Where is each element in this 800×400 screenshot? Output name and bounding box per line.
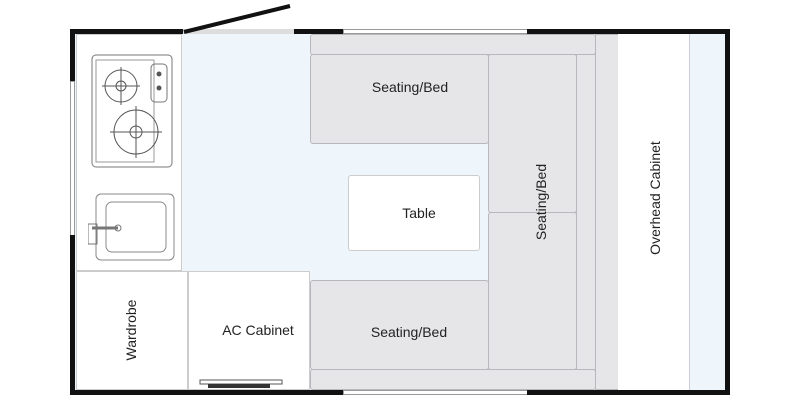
seating-bed-top-label: Seating/Bed [371,79,449,95]
seat-back-right [576,54,596,370]
wall-top-mid [294,29,344,34]
seat-back-bottom [310,369,596,390]
wall-top-left [70,29,183,34]
seating-bed-bottom [310,280,489,370]
wardrobe-label: Wardrobe [123,299,139,361]
seat-back-top [310,34,596,55]
wall-bottom-right [527,390,730,395]
seating-bed-right-lower [488,212,577,370]
wall-right [725,29,730,395]
wall-top-right [527,29,730,34]
wall-bottom-left [70,390,344,395]
ac-cabinet [188,271,310,390]
seating-bed-right-label: Seating/Bed [533,163,549,241]
table [348,175,480,251]
seating-bed-top [310,54,489,144]
stove-icon [88,54,175,261]
overhead-cabinet [618,34,690,390]
door-opening [183,29,343,34]
seating-bed-right-upper [488,54,577,213]
wardrobe [76,271,188,390]
ac-cabinet-label: AC Cabinet [222,322,294,338]
seating-bed-bottom-label: Seating/Bed [370,324,448,340]
overhead-cabinet-label: Overhead Cabinet [647,141,663,255]
wall-left-top [70,29,75,81]
wall-left-bottom [70,235,75,395]
table-label: Table [402,205,436,221]
bed-edge-strip [595,34,619,390]
ac-vent-icon [199,379,283,388]
